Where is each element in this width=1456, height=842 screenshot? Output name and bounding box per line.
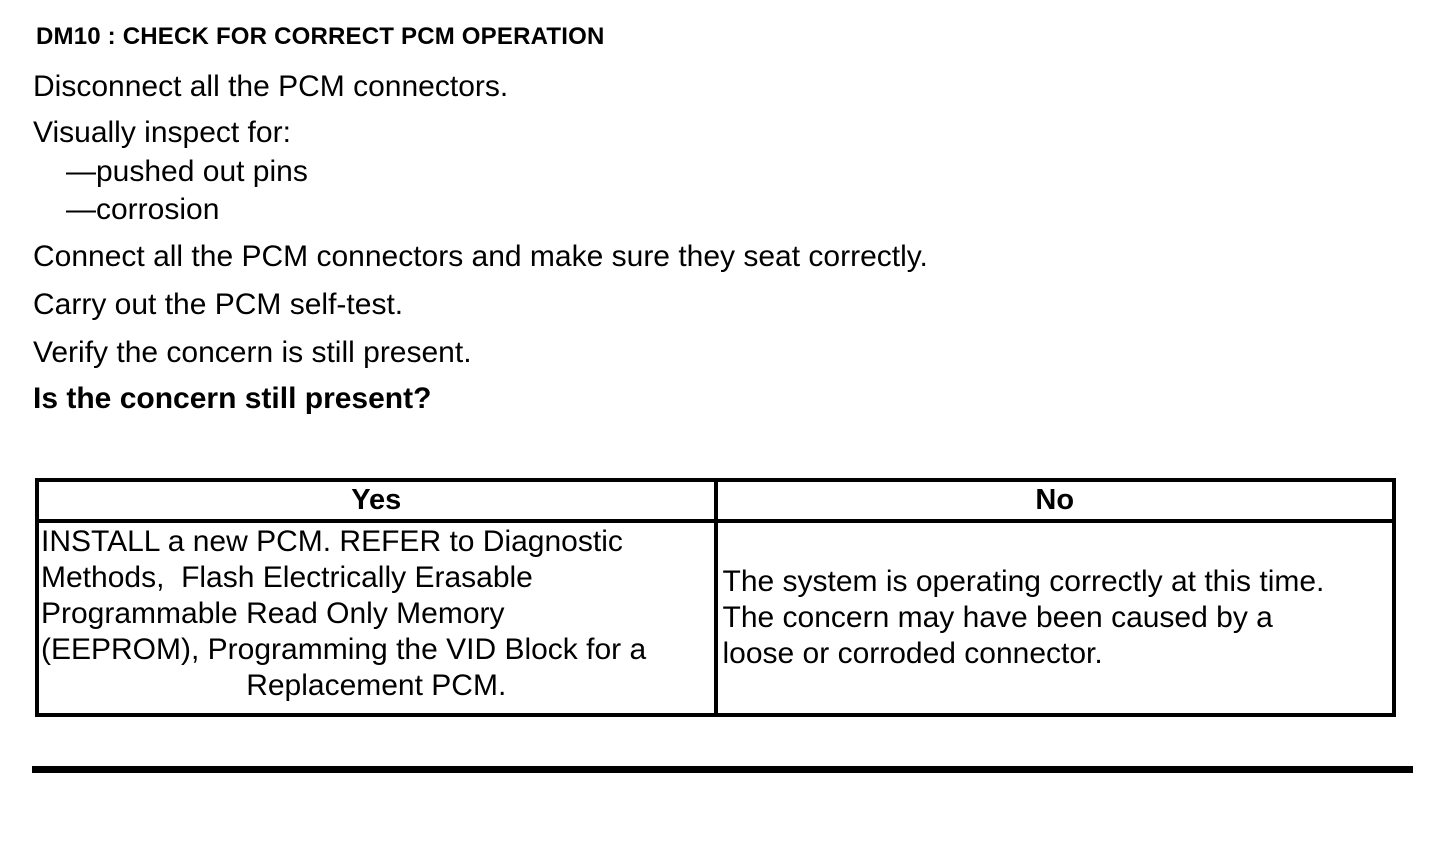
inspect-item-pushed-out-pins: —pushed out pins bbox=[66, 155, 308, 188]
step-self-test: Carry out the PCM self-test. bbox=[33, 288, 404, 321]
page-title: DM10 : CHECK FOR CORRECT PCM OPERATION bbox=[36, 23, 605, 50]
yes-action-text-last-line: Replacement PCM. bbox=[246, 669, 507, 702]
results-table: Yes No INSTALL a new PCM. REFER to Diagn… bbox=[35, 478, 1396, 717]
step-verify-concern: Verify the concern is still present. bbox=[33, 336, 472, 369]
no-action-cell: The system is operating correctly at thi… bbox=[713, 519, 1396, 717]
step-connect-connectors: Connect all the PCM connectors and make … bbox=[33, 240, 928, 273]
inspect-item-corrosion: —corrosion bbox=[66, 193, 220, 226]
procedure-section: DM10 : CHECK FOR CORRECT PCM OPERATION D… bbox=[0, 23, 1456, 416]
step-visually-inspect: Visually inspect for: bbox=[33, 116, 291, 149]
results-table-header-row: Yes No bbox=[35, 478, 1396, 523]
yes-column-header: Yes bbox=[35, 478, 718, 523]
no-column-header: No bbox=[713, 478, 1396, 523]
page-divider-rule bbox=[32, 766, 1413, 773]
yes-action-cell: INSTALL a new PCM. REFER to Diagnostic M… bbox=[35, 519, 718, 717]
yes-action-text: INSTALL a new PCM. REFER to Diagnostic M… bbox=[41, 525, 647, 666]
diagnostic-step-page: DM10 : CHECK FOR CORRECT PCM OPERATION D… bbox=[0, 24, 1456, 773]
results-table-body-row: INSTALL a new PCM. REFER to Diagnostic M… bbox=[35, 519, 1396, 717]
step-disconnect-connectors: Disconnect all the PCM connectors. bbox=[33, 70, 509, 103]
no-action-text: The system is operating correctly at thi… bbox=[722, 565, 1325, 670]
decision-question: Is the concern still present? bbox=[33, 382, 432, 415]
